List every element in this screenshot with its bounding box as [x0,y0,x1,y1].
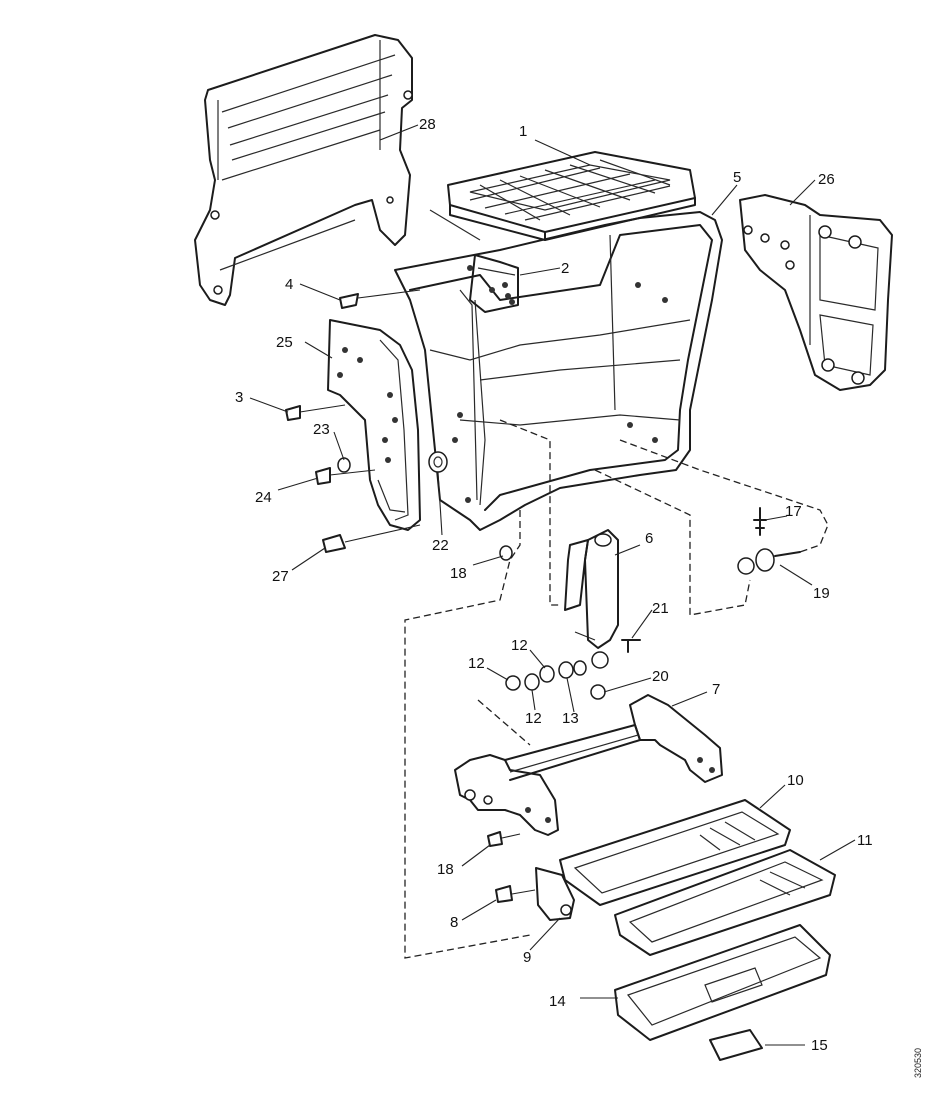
part-7-cross-bracket [454,694,723,836]
part-3-bolt [285,404,346,421]
label-28: 28 [419,116,436,133]
part-10-step-tray [559,799,791,906]
label-6: 6 [645,530,653,547]
part-8-bolt [495,885,536,903]
part-28-rear-panel [194,34,413,306]
label-3: 3 [235,389,243,406]
part-22-bushing [428,451,448,473]
label-14: 14 [549,993,566,1010]
label-10: 10 [787,772,804,789]
part-4-bolt [339,289,421,309]
label-21: 21 [652,600,669,617]
part-25-side-plate [327,319,421,531]
label-15: 15 [811,1037,828,1054]
part-1-step-tread [429,151,696,241]
callout-labels: 1 2 3 4 5 6 7 8 9 10 11 12 12 12 13 14 1… [235,116,873,1054]
washer-stack [505,660,587,691]
label-7: 7 [712,681,720,698]
label-18-lower: 18 [437,861,454,878]
part-14-bottom-tray [614,924,831,1041]
label-17: 17 [785,503,802,520]
part-5-main-frame [394,211,723,531]
label-5: 5 [733,169,741,186]
label-13: 13 [562,710,579,727]
label-12-top: 12 [511,637,528,654]
part-19-fitting [737,548,801,575]
part-18-nut-upper [499,545,513,561]
label-2: 2 [561,260,569,277]
part-21-pin [621,639,641,653]
part-11-step-tray [614,849,836,956]
part-23-washer [337,457,351,473]
label-18-upper: 18 [450,565,467,582]
part-18-bolt-lower [487,831,521,847]
label-20: 20 [652,668,669,685]
label-11: 11 [857,832,873,849]
part-15-pad [709,1029,763,1061]
cable-routing [404,419,829,959]
label-23: 23 [313,421,330,438]
part-2-bracket [469,254,519,313]
drawing-code: 320530 [913,1048,923,1078]
part-24-bolt [315,467,376,485]
part-17-clip [753,507,767,536]
label-27: 27 [272,568,289,585]
label-8: 8 [450,914,458,931]
part-20-nut [590,684,606,700]
label-4: 4 [285,276,293,293]
label-25: 25 [276,334,293,351]
label-26: 26 [818,171,835,188]
label-9: 9 [523,949,531,966]
label-12-left: 12 [468,655,485,672]
part-26-side-bracket [739,194,893,391]
leader-lines [249,124,856,1046]
label-12-bottom: 12 [525,710,542,727]
label-24: 24 [255,489,272,506]
label-1: 1 [519,123,527,140]
label-19: 19 [813,585,830,602]
part-6-shock-absorber [564,529,619,669]
part-9-clip [535,867,575,921]
label-22: 22 [432,537,449,554]
